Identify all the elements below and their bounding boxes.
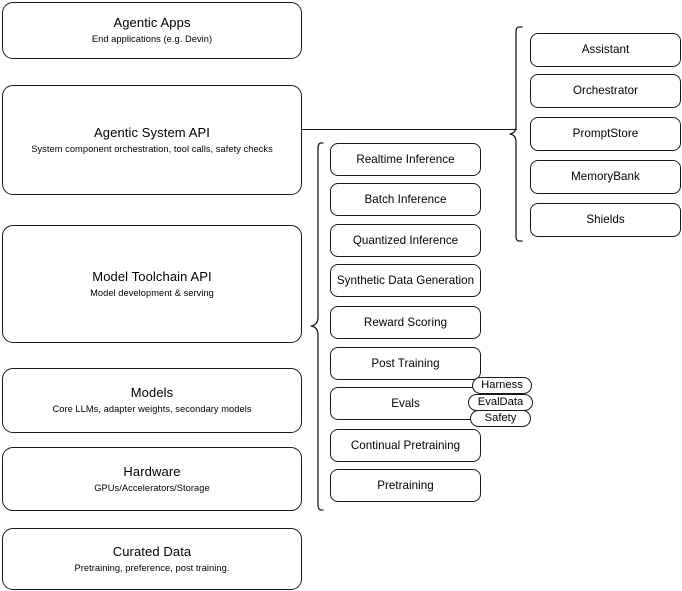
layer-hardware[interactable]: Hardware GPUs/Accelerators/Storage [2,447,302,511]
capability-label: Evals [391,396,420,410]
component-label: MemoryBank [571,170,640,183]
component-promptstore[interactable]: PromptStore [530,117,681,151]
layer-subtitle: End applications (e.g. Devin) [91,34,213,44]
brace-toolchain-capabilities [310,142,324,511]
layer-title: Agentic Apps [113,15,191,30]
badge-label: Harness [481,379,523,391]
capability-post-training[interactable]: Post Training [330,347,481,380]
component-label: Shields [586,213,625,226]
capability-label: Quantized Inference [352,233,459,247]
component-label: Assistant [581,43,630,56]
layer-subtitle: Pretraining, preference, post training. [74,562,230,573]
badge-safety[interactable]: Safety [470,410,531,427]
capability-label: Continual Pretraining [350,438,461,452]
badge-label: EvalData [477,396,524,408]
capability-label: Post Training [371,356,440,370]
layer-subtitle: Model development & serving [90,287,214,298]
layer-agentic-system-api[interactable]: Agentic System API System component orch… [2,85,302,195]
capability-continual-pretraining[interactable]: Continual Pretraining [330,429,481,462]
component-assistant[interactable]: Assistant [530,33,681,67]
layer-models[interactable]: Models Core LLMs, adapter weights, secon… [2,368,302,433]
capability-realtime-inference[interactable]: Realtime Inference [330,143,481,176]
layer-curated-data[interactable]: Curated Data Pretraining, preference, po… [2,528,302,590]
layer-subtitle: System component orchestration, tool cal… [31,143,273,154]
layer-subtitle: Core LLMs, adapter weights, secondary mo… [52,404,252,414]
capability-evals[interactable]: Evals [330,387,481,420]
layer-title: Curated Data [112,543,192,559]
capability-label: Reward Scoring [363,315,448,329]
layer-title: Agentic System API [94,124,210,140]
layer-title: Models [130,385,174,400]
component-shields[interactable]: Shields [530,203,681,237]
layer-agentic-apps[interactable]: Agentic Apps End applications (e.g. Devi… [2,2,302,59]
layer-title: Model Toolchain API [92,268,212,284]
capability-batch-inference[interactable]: Batch Inference [330,183,481,216]
layer-model-toolchain-api[interactable]: Model Toolchain API Model development & … [2,225,302,343]
capability-synthetic-data-generation[interactable]: Synthetic Data Generation [330,264,481,297]
badge-harness[interactable]: Harness [472,377,532,394]
component-label: PromptStore [572,127,639,140]
layer-title: Hardware [123,463,181,479]
layer-subtitle: GPUs/Accelerators/Storage [94,482,210,493]
component-label: Orchestrator [572,84,639,97]
badge-label: Safety [484,412,517,424]
capability-pretraining[interactable]: Pretraining [330,469,481,502]
connector-system-api-to-components [302,129,517,130]
component-orchestrator[interactable]: Orchestrator [530,74,681,108]
capability-label: Synthetic Data Generation [336,273,475,287]
badge-evaldata[interactable]: EvalData [468,394,533,411]
capability-label: Batch Inference [364,192,447,206]
capability-quantized-inference[interactable]: Quantized Inference [330,224,481,257]
brace-system-components [509,26,523,242]
capability-label: Pretraining [377,478,434,492]
capability-reward-scoring[interactable]: Reward Scoring [330,306,481,339]
component-memorybank[interactable]: MemoryBank [530,160,681,194]
capability-label: Realtime Inference [356,152,455,166]
